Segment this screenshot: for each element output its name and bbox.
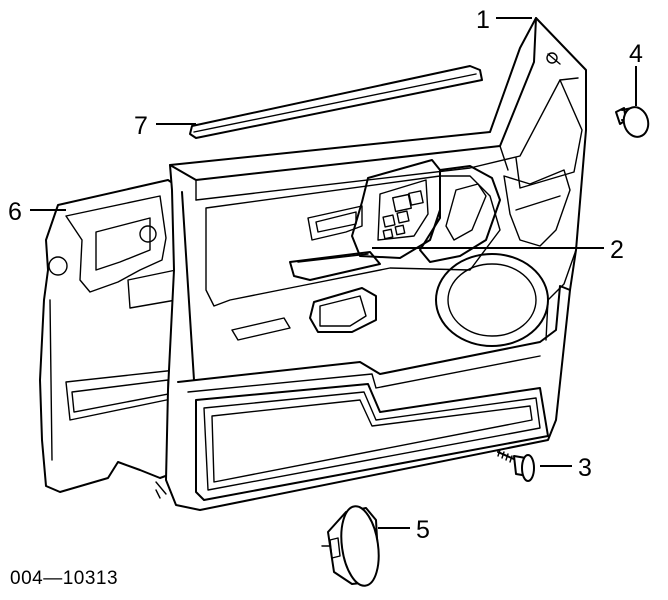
part-number-label: 004—10313: [10, 568, 118, 589]
part-1-door-trim-panel: [155, 17, 587, 511]
callout-3: 3: [578, 454, 592, 482]
callout-2: 2: [610, 236, 624, 264]
part-4-push-pin: [615, 106, 650, 138]
part-7-weatherstrip: [189, 65, 483, 139]
callout-4: 4: [629, 40, 643, 68]
callout-7: 7: [134, 112, 148, 140]
callout-6: 6: [8, 198, 22, 226]
callout-1: 1: [476, 6, 490, 34]
part-5-cap: [321, 505, 380, 587]
callout-leaders: [30, 17, 637, 529]
part-3-screw: [497, 449, 535, 482]
part-6-water-shield: [39, 179, 187, 495]
callout-5: 5: [416, 516, 430, 544]
